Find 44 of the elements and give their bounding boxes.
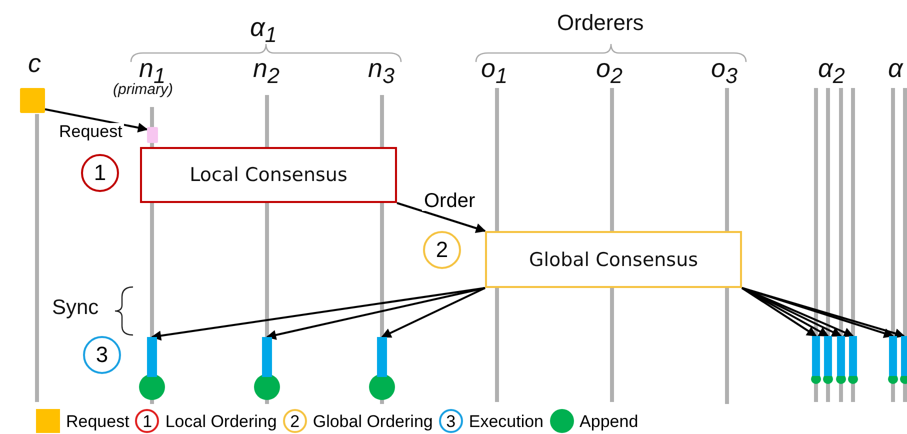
group-label: Orderers — [557, 12, 644, 34]
request-square — [20, 88, 45, 113]
group-label: α$_{2}$ — [818, 55, 845, 87]
group-label: α$_{1}$ — [250, 14, 277, 46]
execution-bar — [377, 337, 387, 377]
legend-label: Append — [580, 412, 638, 430]
execution-bar — [824, 336, 832, 376]
execution-bar — [147, 337, 157, 377]
arrow — [151, 287, 486, 341]
arrow — [266, 287, 486, 340]
lifeline-label: o$_{3}$ — [711, 55, 738, 87]
arrow — [44, 108, 148, 133]
legend-label: Global Ordering — [312, 412, 433, 430]
arrow — [396, 202, 486, 234]
lifeline-label: o$_{1}$ — [481, 55, 508, 87]
edge-label: Request — [57, 123, 124, 140]
execution-bar — [901, 336, 907, 376]
lifeline-label: o$_{2}$ — [596, 55, 623, 87]
edge-label: Order — [422, 191, 478, 211]
process-box — [485, 231, 742, 288]
legend-step-number: 1 — [135, 409, 160, 433]
legend-label: Request — [66, 412, 130, 430]
lifeline-label: n$_{2}$ — [253, 55, 280, 87]
execution-bar — [837, 336, 845, 376]
legend-step-number: 2 — [282, 409, 307, 433]
legend-label: Execution — [468, 412, 544, 430]
execution-bar — [849, 336, 857, 376]
execution-bar — [262, 337, 272, 377]
group-label: α — [888, 55, 903, 81]
step-number: 1 — [81, 154, 119, 192]
bracket-label: Sync — [52, 297, 99, 318]
lifeline-label: c — [28, 50, 41, 76]
execution-bar — [889, 336, 897, 376]
legend-label: Local Ordering — [165, 412, 277, 430]
box-label: Local Consensus — [190, 164, 348, 186]
box-label: Global Consensus — [528, 248, 698, 270]
process-box — [140, 147, 397, 203]
request-marker — [147, 127, 158, 143]
execution-bar — [812, 336, 820, 376]
step-number: 3 — [83, 336, 121, 374]
arrow — [381, 287, 486, 338]
legend-step-number: 3 — [438, 409, 463, 433]
step-number: 2 — [423, 231, 461, 269]
lifeline-label: n$_{3}$ — [368, 55, 395, 87]
